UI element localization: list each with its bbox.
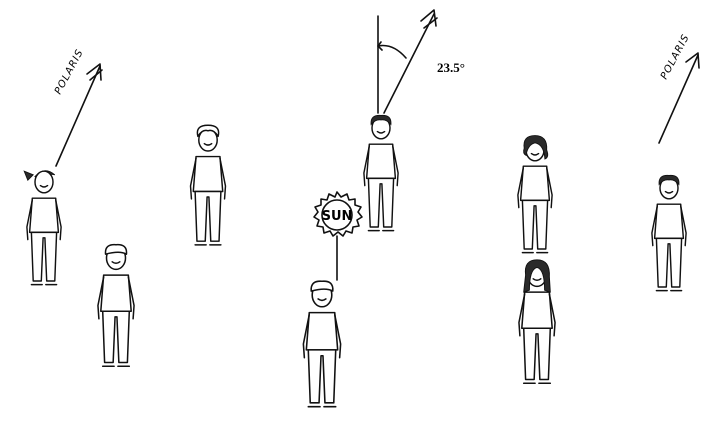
polaris-label-left: POLARIS [53, 47, 86, 96]
tilted-axis-arrow [384, 10, 437, 113]
student-left-back [191, 125, 226, 245]
student-right-back [518, 136, 552, 253]
angle-arc-icon [378, 42, 406, 58]
student-far-left [24, 171, 61, 285]
student-center-earth [364, 115, 398, 230]
student-left-front [98, 245, 134, 367]
student-center-front [303, 281, 340, 407]
student-right-front [519, 260, 555, 384]
sun-label: SUN [322, 209, 353, 224]
student-far-right [652, 175, 686, 290]
tilt-angle-label: 23.5° [437, 60, 465, 75]
polaris-label-right: POLARIS [659, 32, 692, 81]
sun-icon [314, 192, 362, 280]
